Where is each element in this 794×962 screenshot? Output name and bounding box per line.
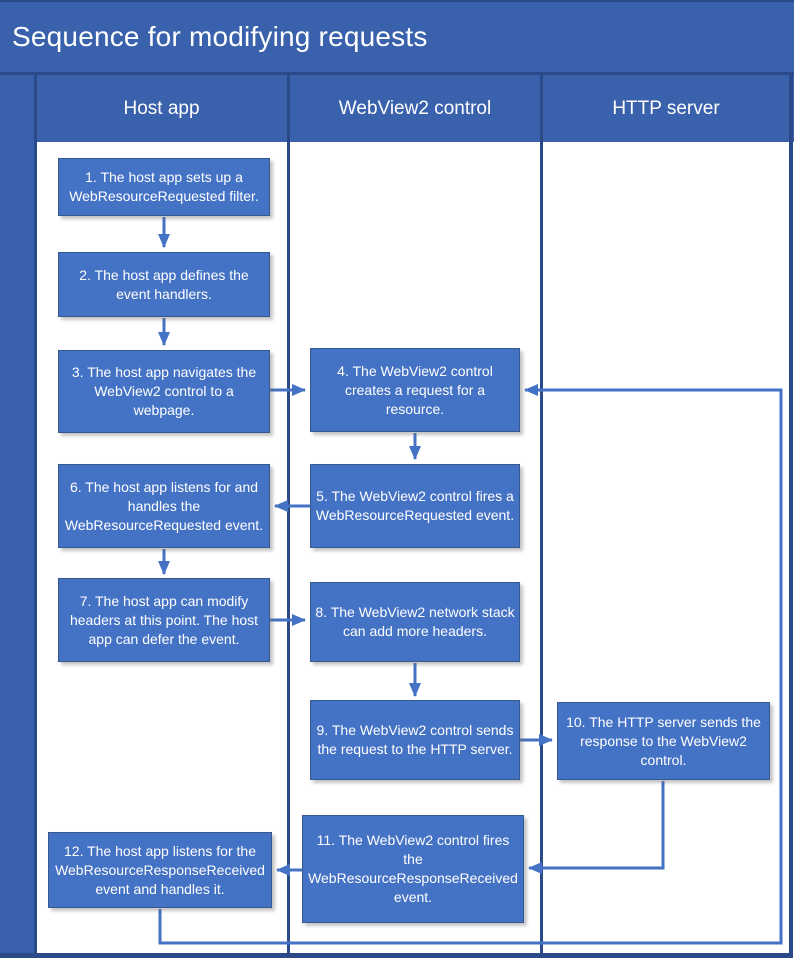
flow-box-12: 12. The host app listens for the WebReso… — [48, 832, 272, 908]
frame-bottom-border — [0, 953, 793, 958]
lane-divider-webview2-httpserver — [540, 75, 543, 953]
flow-box-3: 3. The host app navigates the WebView2 c… — [58, 350, 270, 433]
flow-box-6: 6. The host app listens for and handles … — [58, 464, 270, 548]
lane-header-row — [0, 75, 794, 142]
flow-box-10: 10. The HTTP server sends the response t… — [557, 702, 770, 780]
title-divider-line — [0, 72, 794, 75]
left-phase-strip — [0, 75, 34, 953]
flow-box-5: 5. The WebView2 control fires a WebResou… — [310, 464, 520, 548]
lane-header-webview2-control: WebView2 control — [338, 97, 492, 119]
flow-box-9: 9. The WebView2 control sends the reques… — [310, 700, 520, 780]
frame-right-border — [789, 72, 793, 958]
lane-header-host-app: Host app — [123, 97, 200, 119]
flow-box-8: 8. The WebView2 network stack can add mo… — [310, 582, 520, 662]
flow-box-11: 11. The WebView2 control fires the WebRe… — [302, 815, 524, 923]
connector-box10-box11 — [528, 781, 665, 874]
diagram-title: Sequence for modifying requests — [0, 0, 794, 72]
lane-divider-strip — [34, 75, 37, 953]
flow-box-2: 2. The host app defines the event handle… — [58, 252, 270, 317]
flow-box-1: 1. The host app sets up a WebResourceReq… — [58, 158, 270, 216]
flow-box-4: 4. The WebView2 control creates a reques… — [310, 348, 520, 432]
flow-box-7: 7. The host app can modify headers at th… — [58, 578, 270, 662]
lane-header-http-server: HTTP server — [612, 97, 720, 119]
lane-divider-hostapp-webview2 — [287, 75, 290, 953]
